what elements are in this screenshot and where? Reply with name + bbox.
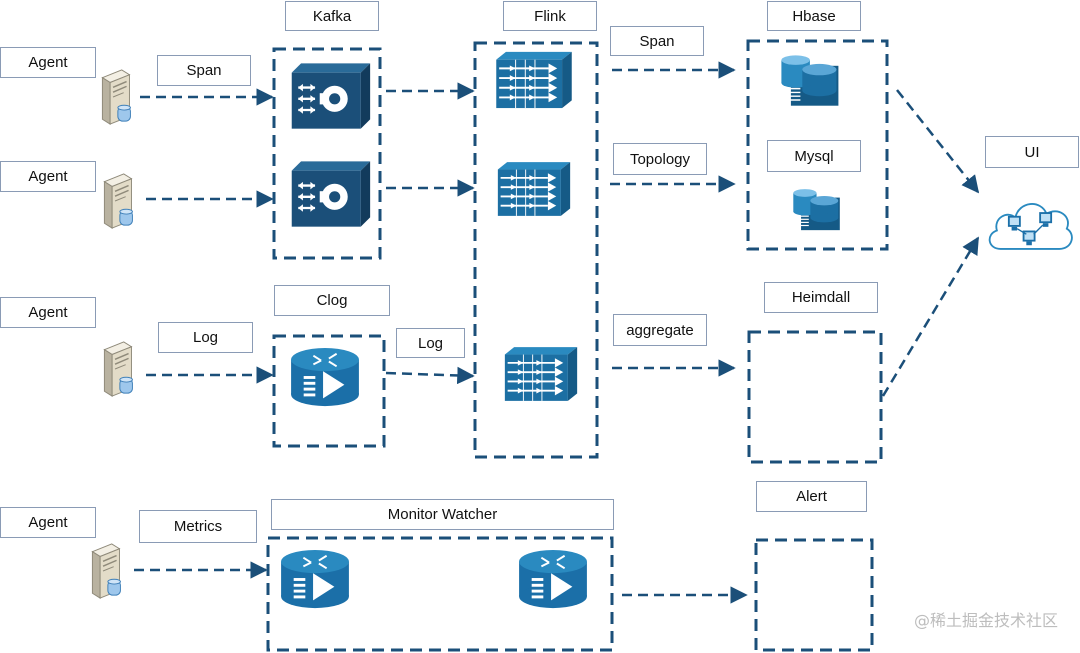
flink-group (473, 41, 599, 459)
database-icon (780, 54, 840, 107)
hbase-title: Hbase (767, 1, 861, 31)
clog-title: Clog (274, 285, 390, 316)
router-icon (518, 548, 588, 610)
flink-title: Flink (503, 1, 597, 31)
kafka-group (272, 47, 382, 260)
monitor-watcher-title: Monitor Watcher (271, 499, 614, 530)
edge-label-log-in: Log (158, 322, 253, 353)
ui-title: UI (985, 136, 1079, 168)
mysql-title: Mysql (767, 140, 861, 172)
flink-processor-icon (496, 161, 572, 217)
server-icon (101, 69, 132, 125)
agent-label-log: Agent (0, 297, 96, 328)
server-icon (103, 173, 134, 229)
router-icon (280, 548, 350, 610)
edge-label-topology-out: Topology (613, 143, 707, 175)
kafka-broker-icon (290, 62, 372, 130)
edge-label-span-in: Span (157, 55, 251, 86)
database-icon (792, 188, 841, 231)
edge-label-metrics-in: Metrics (139, 510, 257, 543)
server-icon (91, 543, 122, 599)
alert-group (754, 538, 874, 652)
arrow-clog-to-flink (385, 366, 475, 385)
flink-processor-icon (495, 50, 573, 110)
network-cloud-icon (988, 202, 1073, 251)
kafka-broker-icon (290, 160, 372, 228)
router-icon (290, 346, 360, 408)
hbase-mysql-group (746, 39, 889, 251)
arrow-heimdall-to-ui (881, 236, 980, 397)
flink-processor-icon (503, 346, 579, 402)
watermark: @稀土掘金技术社区 (913, 611, 1058, 630)
agent-label-span: Agent (0, 47, 96, 78)
kafka-title: Kafka (285, 1, 379, 31)
edge-label-span-out: Span (610, 26, 704, 56)
alert-title: Alert (756, 481, 867, 512)
agent-label-metrics: Agent (0, 507, 96, 538)
agent-label-topology: Agent (0, 161, 96, 192)
clog-group (272, 334, 386, 448)
heimdall-title: Heimdall (764, 282, 878, 313)
monitor-watcher-group (266, 536, 614, 652)
edge-label-aggregate-out: aggregate (613, 314, 707, 346)
heimdall-group (747, 330, 883, 464)
server-icon (103, 341, 134, 397)
arrow-hbase-to-ui (896, 89, 980, 194)
edge-label-log-mid: Log (396, 328, 465, 358)
